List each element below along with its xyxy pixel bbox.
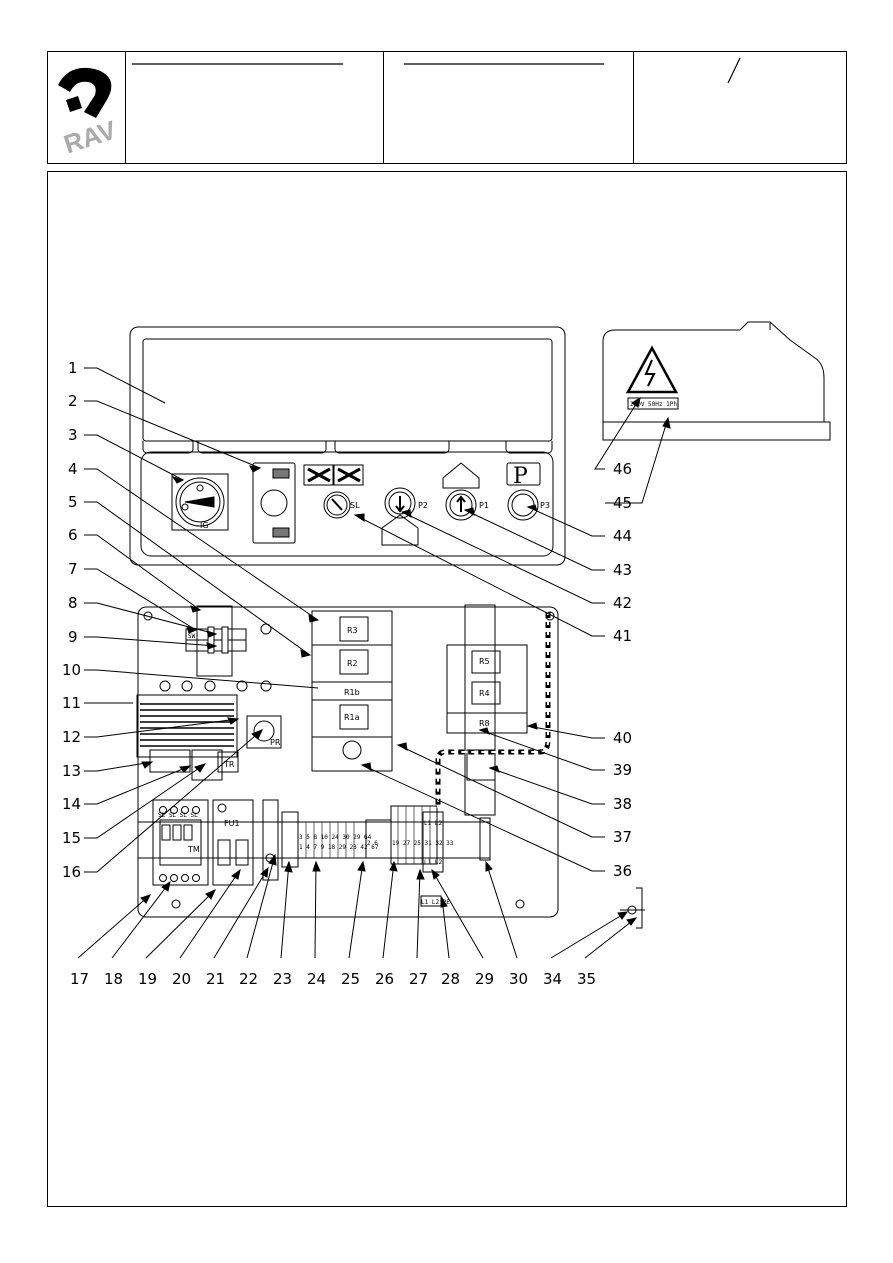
callout-2: 2 — [68, 392, 78, 410]
label-tm: TM — [187, 845, 200, 854]
callout-15: 15 — [62, 829, 81, 847]
leader-lines — [77, 367, 671, 959]
callout-4: 4 — [68, 460, 78, 478]
callout-13: 13 — [62, 762, 81, 780]
callout-3: 3 — [68, 426, 78, 444]
callout-34: 34 — [543, 970, 562, 988]
title-block — [47, 51, 847, 164]
callout-16: 16 — [62, 863, 81, 881]
callout-30: 30 — [509, 970, 528, 988]
sl-button-outer — [323, 491, 351, 519]
callout-9: 9 — [68, 628, 78, 646]
label-terminal-top: 3 5 8 10 24 30 29 64 — [299, 834, 372, 841]
label-p1: P1 — [479, 501, 489, 510]
rating-plate — [627, 397, 679, 410]
callout-28: 28 — [441, 970, 460, 988]
label-r2: R2 — [347, 659, 358, 668]
title-block-logo-cell — [47, 51, 126, 164]
callout-40: 40 — [613, 729, 632, 747]
keypad-area — [140, 451, 554, 557]
callout-11: 11 — [62, 694, 81, 712]
label-rating: 230V 50Hz 1Ph — [630, 401, 677, 408]
label-terminal-mid: 2 6 — [367, 840, 378, 847]
label-l1l2-top: L1 L2 — [424, 820, 442, 827]
label-sl-row: SL SL SL SL — [158, 812, 198, 819]
callout-25: 25 — [341, 970, 360, 988]
callout-26: 26 — [375, 970, 394, 988]
component-text: IG SL P2 P1 P3 P R3 R2 R1b R1a R5 R4 R8 … — [158, 401, 677, 906]
callout-38: 38 — [613, 795, 632, 813]
hazard-triangle — [625, 345, 679, 394]
label-r1b: R1b — [344, 688, 360, 697]
label-sw: SW — [188, 633, 196, 640]
callout-12: 12 — [62, 728, 81, 746]
display-window — [142, 338, 553, 442]
callout-17: 17 — [70, 970, 89, 988]
callout-21: 21 — [206, 970, 225, 988]
label-p3: P3 — [540, 501, 550, 510]
label-fu1: FU1 — [224, 819, 240, 828]
callout-14: 14 — [62, 795, 81, 813]
callout-37: 37 — [613, 828, 632, 846]
callout-19: 19 — [138, 970, 157, 988]
label-terminal-bottom: 1 4 7 9 18 29 23 42 67 — [299, 844, 379, 851]
callout-7: 7 — [68, 560, 78, 578]
control-panel-front — [129, 326, 566, 566]
callout-45: 45 — [613, 494, 632, 512]
label-p2: P2 — [418, 501, 428, 510]
label-p-symbol: P — [513, 464, 528, 489]
label-tr: TR — [223, 760, 235, 769]
callout-24: 24 — [307, 970, 326, 988]
callout-27: 27 — [409, 970, 428, 988]
callout-18: 18 — [104, 970, 123, 988]
label-ig: IG — [200, 521, 209, 530]
callout-35: 35 — [577, 970, 596, 988]
content-frame — [47, 171, 847, 1207]
callout-29: 29 — [475, 970, 494, 988]
cover-base — [602, 421, 831, 441]
callout-41: 41 — [613, 627, 632, 645]
label-r1a: R1a — [344, 713, 360, 722]
title-block-cell-2 — [383, 51, 384, 164]
up-down-module — [252, 462, 296, 544]
label-terminal-right: 19 27 25 31 32 33 — [392, 840, 454, 847]
callout-1: 1 — [68, 359, 78, 377]
callout-39: 39 — [613, 761, 632, 779]
callout-46: 46 — [613, 460, 632, 478]
mounting-plate — [137, 606, 559, 918]
cover-outline — [602, 321, 825, 422]
label-l1l2pe: L1 L2 PE — [421, 899, 450, 906]
callout-43: 43 — [613, 561, 632, 579]
callout-42: 42 — [613, 594, 632, 612]
label-r4: R4 — [479, 689, 490, 698]
main-selector — [171, 473, 229, 531]
label-r8: R8 — [479, 719, 490, 728]
callout-20: 20 — [172, 970, 191, 988]
callout-36: 36 — [613, 862, 632, 880]
callout-8: 8 — [68, 594, 78, 612]
label-r5: R5 — [479, 657, 490, 666]
callout-10: 10 — [62, 661, 81, 679]
label-sl: SL — [350, 501, 360, 510]
callout-5: 5 — [68, 493, 78, 511]
label-l1l2-bottom: L1 L2 — [424, 859, 442, 866]
label-r3: R3 — [347, 626, 358, 635]
revision-slash — [727, 57, 741, 84]
callout-23: 23 — [273, 970, 292, 988]
label-pr: PR — [270, 738, 281, 747]
title-block-cell-3 — [633, 51, 634, 164]
callout-6: 6 — [68, 526, 78, 544]
callout-22: 22 — [239, 970, 258, 988]
callout-44: 44 — [613, 527, 632, 545]
